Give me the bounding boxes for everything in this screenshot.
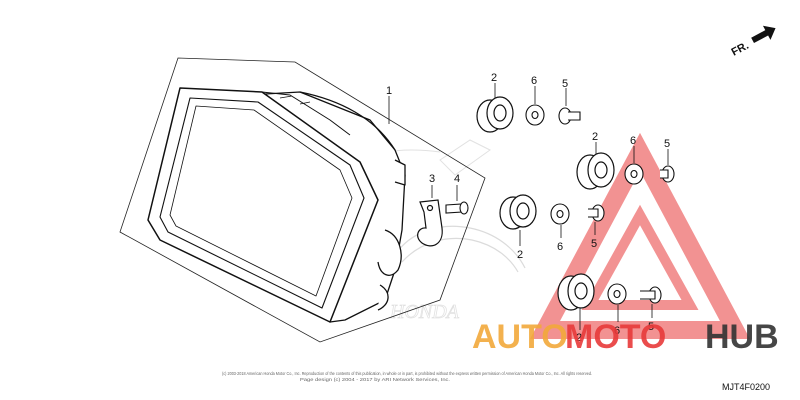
- clamp-screw-part: [445, 201, 469, 215]
- callout-5: 5: [562, 78, 568, 90]
- front-direction-indicator: FR.: [730, 25, 776, 59]
- grommet-part-d: [557, 273, 595, 311]
- callout-3: 3: [429, 173, 435, 185]
- callout-2: 2: [491, 72, 497, 84]
- watermark-auto: AUTO: [472, 318, 568, 356]
- watermark-moto: MOTO: [565, 318, 666, 356]
- front-label: FR.: [730, 40, 751, 59]
- copyright-line-1: (c) 2003-2018 American Honda Motor Co., …: [222, 371, 592, 376]
- assembly-boundary-outline: [119, 57, 486, 343]
- grommet-part-c: [499, 194, 537, 230]
- callout-6: 6: [630, 135, 636, 147]
- diagram-code: MJT4F0200: [722, 382, 770, 392]
- callout-5: 5: [648, 321, 654, 333]
- collar-part-b: [624, 163, 644, 185]
- grommet-part-b: [576, 152, 615, 190]
- collar-part-c: [550, 203, 570, 225]
- callout-6: 6: [614, 325, 620, 337]
- watermark-triangle-logo: [529, 132, 751, 339]
- arrow-right-icon: [751, 25, 776, 43]
- grommet-part-a: [476, 96, 514, 133]
- callout-1: 1: [386, 85, 392, 97]
- bolt-part-b: [660, 165, 675, 183]
- honda-background-art: HONDA: [359, 139, 526, 323]
- callout-6: 6: [531, 75, 537, 87]
- bolt-part-d: [640, 286, 662, 304]
- collar-part-a: [525, 104, 545, 126]
- callout-2: 2: [576, 332, 582, 344]
- callout-leader-lines: [388, 83, 669, 330]
- clamp-part: [417, 199, 443, 247]
- headlight-assembly: [147, 87, 406, 323]
- callout-2: 2: [592, 131, 598, 143]
- svg-text:HONDA: HONDA: [389, 301, 460, 323]
- watermark-text: AUTO MOTO HUB: [472, 318, 779, 356]
- callout-6: 6: [557, 241, 563, 253]
- callout-5: 5: [591, 238, 597, 250]
- callout-2: 2: [517, 249, 523, 261]
- copyright-line-2: Page design (c) 2004 - 2017 by ARI Netwo…: [300, 377, 450, 382]
- bolt-part-c: [588, 204, 605, 222]
- callout-4: 4: [454, 173, 460, 185]
- collar-part-d: [607, 283, 627, 305]
- callout-5: 5: [664, 138, 670, 150]
- watermark-hub: HUB: [705, 318, 779, 356]
- bolt-part-a: [558, 107, 581, 125]
